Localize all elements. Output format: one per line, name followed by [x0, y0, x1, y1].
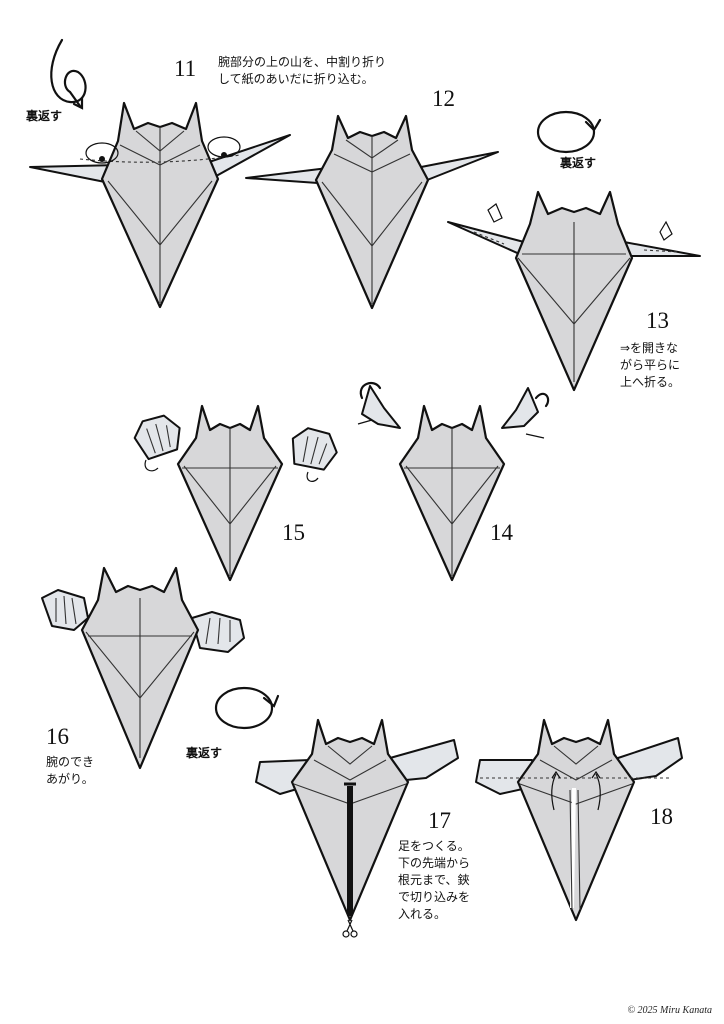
step-16-figure — [41, 566, 245, 770]
flip-label-13: 裏返す — [560, 156, 597, 170]
step-note-17: 足をつくる。 下の先端から 根元まで、鋏 で切り込みを 入れる。 — [398, 839, 471, 921]
flip-over-arrow-icon — [50, 38, 87, 110]
step-note-13: ⇒を開きな がら平らに 上へ折る。 — [620, 341, 681, 389]
step-13-figure — [447, 190, 701, 392]
scissors-icon — [342, 919, 358, 938]
step-17-figure — [255, 718, 459, 922]
flip-label-17: 裏返す — [186, 746, 223, 760]
step-number-18: 18 — [650, 804, 673, 829]
step-number-12: 12 — [432, 86, 455, 111]
step-18-figure — [475, 718, 683, 922]
flip-label-11: 裏返す — [26, 109, 63, 123]
step-number-15: 15 — [282, 520, 305, 545]
step-note-16: 腕のでき あがり。 — [46, 755, 95, 786]
flip-over-arrow-icon — [214, 686, 280, 730]
step-number-14: 14 — [490, 520, 513, 545]
step-14-figure — [357, 381, 550, 582]
copyright: © 2025 Miru Kanata — [627, 1005, 712, 1016]
flip-over-arrow-icon — [536, 110, 602, 154]
step-11-figure — [29, 101, 291, 309]
step-number-16: 16 — [46, 724, 69, 749]
step-12-figure — [245, 114, 499, 310]
step-number-17: 17 — [428, 808, 451, 833]
step-number-11: 11 — [174, 56, 197, 81]
step-number-13: 13 — [646, 308, 669, 333]
step-15-figure — [130, 404, 342, 582]
step-note-11: 腕部分の上の山を、中割り折り して紙のあいだに折り込む。 — [218, 55, 387, 86]
